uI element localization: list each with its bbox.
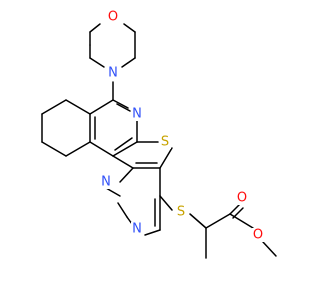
cyclohexane-ring bbox=[41, 99, 91, 157]
atom-carbonyl-O: O bbox=[237, 191, 247, 206]
atom-label-background bbox=[175, 205, 187, 219]
atom-pyrimidine-N3: N bbox=[132, 222, 142, 237]
atom-thioether-S: S bbox=[177, 205, 185, 220]
atom-ester-O: O bbox=[253, 228, 263, 243]
morpholine-ring bbox=[89, 23, 136, 68]
atom-thiophene-S: S bbox=[161, 135, 169, 150]
thiophene-ring bbox=[112, 141, 173, 169]
atom-morpholine-N: N bbox=[108, 66, 118, 81]
pyrimidine-ring bbox=[105, 167, 161, 236]
molecule-structure: O N N S N N S O O bbox=[41, 10, 277, 259]
atom-label-background bbox=[107, 66, 119, 80]
ester-side-chain bbox=[159, 195, 277, 259]
atom-label-background bbox=[236, 191, 248, 205]
atom-label-background bbox=[159, 135, 171, 149]
pyridine-ring bbox=[89, 99, 138, 157]
atom-label-background bbox=[107, 10, 119, 24]
atom-label-background bbox=[131, 222, 143, 236]
atom-label-background bbox=[100, 175, 112, 189]
atom-morpholine-O: O bbox=[108, 10, 118, 25]
atom-pyridine-N: N bbox=[132, 107, 142, 122]
atom-label-background bbox=[131, 107, 143, 121]
atom-pyrimidine-N1: N bbox=[101, 175, 111, 190]
molecule-canvas: O N N S N N S O O bbox=[41, 9, 277, 259]
atom-label-background bbox=[252, 228, 264, 242]
